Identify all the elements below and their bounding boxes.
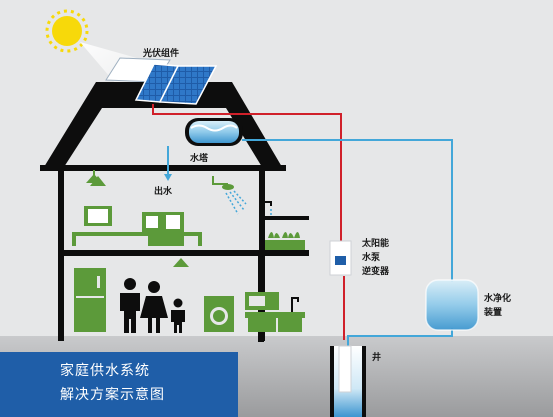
title-panel: 家庭供水系统 解决方案示意图 xyxy=(0,352,238,417)
house-roof xyxy=(44,82,282,167)
washing-machine xyxy=(204,296,234,332)
label-well: 井 xyxy=(372,351,381,363)
water-line-tower-to-purifier xyxy=(242,139,453,282)
refrigerator xyxy=(74,268,106,332)
label-water-tower: 水塔 xyxy=(190,152,209,164)
shower-icon xyxy=(212,176,247,215)
house-eave xyxy=(40,165,286,171)
title-line-2: 解决方案示意图 xyxy=(60,387,165,403)
family-people xyxy=(120,278,185,333)
sun-icon xyxy=(45,9,89,53)
living-room-furniture xyxy=(72,176,202,246)
well xyxy=(330,345,366,417)
label-purifier-1: 水净化 xyxy=(484,292,511,304)
title-line-1: 家庭供水系统 xyxy=(60,363,150,379)
label-water-out: 出水 xyxy=(154,185,173,197)
label-solar-panels: 光伏组件 xyxy=(142,47,179,59)
water-line-purifier-to-well xyxy=(347,328,453,346)
house-floor-divider xyxy=(58,250,265,256)
kitchen-cabinet xyxy=(245,292,305,332)
label-inverter-2: 水泵 xyxy=(362,251,381,263)
label-purifier-2: 装置 xyxy=(483,306,502,318)
label-inverter-1: 太阳能 xyxy=(361,237,389,249)
water-tower xyxy=(185,118,243,146)
faucet-icon xyxy=(263,201,272,206)
solar-panels xyxy=(105,57,218,105)
potted-plants xyxy=(265,232,305,250)
water-purifier-tank xyxy=(425,279,479,331)
label-inverter-3: 逆变器 xyxy=(362,265,390,277)
ceiling-lamp-icon-2 xyxy=(173,258,189,267)
power-line-panel-to-inverter xyxy=(152,104,342,241)
ceiling-lamp-icon xyxy=(86,174,102,183)
inverter-box xyxy=(329,240,352,276)
